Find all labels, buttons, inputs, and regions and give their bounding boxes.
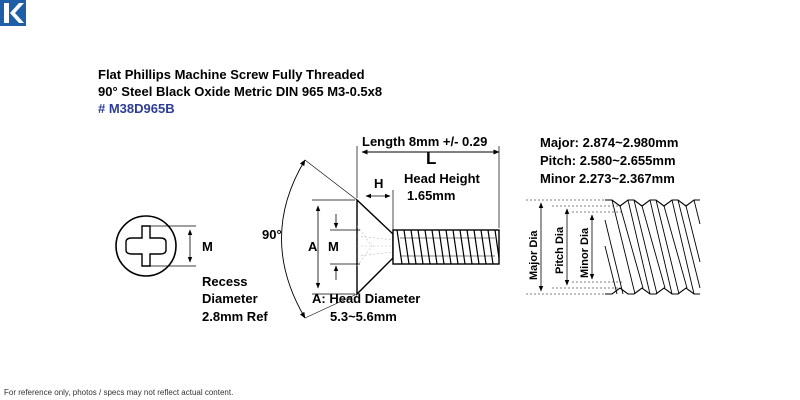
pitch-diameter-spec: Pitch: 2.580~2.655mm (540, 153, 676, 168)
minor-dia-label: Minor Dia (579, 227, 591, 278)
head-diameter-label: A: Head Diameter (312, 291, 421, 306)
head-diameter-dimension (312, 199, 355, 295)
thread-symbol-front-label: M (202, 239, 213, 254)
major-dia-label: Major Dia (528, 230, 540, 280)
head-height-value: 1.65mm (407, 188, 456, 203)
screw-head-front-view (115, 215, 196, 277)
length-symbol-label: L (426, 149, 437, 168)
length-dimension (356, 146, 500, 228)
recess-diameter-label: Diameter (202, 291, 258, 306)
product-title-line2: 90° Steel Black Oxide Metric DIN 965 M3-… (98, 84, 383, 99)
product-title-line1: Flat Phillips Machine Screw Fully Thread… (98, 67, 365, 82)
head-height-dimension (365, 190, 394, 232)
product-title-block: Flat Phillips Machine Screw Fully Thread… (98, 66, 382, 117)
thread-diameter-dimension (330, 214, 360, 280)
angle-dimension (281, 159, 358, 319)
disclaimer-footer: For reference only, photos / specs may n… (4, 388, 234, 397)
head-diameter-value: 5.3~5.6mm (330, 309, 397, 324)
part-number: # M38D965B (98, 101, 175, 116)
minor-diameter-spec: Minor 2.273~2.367mm (540, 171, 675, 186)
length-label: Length 8mm +/- 0.29 (362, 134, 488, 149)
angle-label: 90° (262, 227, 282, 242)
thread-detail-view: Major Dia Pitch Dia Minor Dia (526, 199, 701, 295)
major-diameter-spec: Major: 2.874~2.980mm (540, 135, 679, 150)
screw-side-view (356, 198, 500, 296)
head-height-symbol-label: H (374, 176, 384, 191)
k-logo-icon (0, 0, 26, 26)
recess-label: Recess (202, 274, 248, 289)
head-diameter-symbol-label: A (308, 239, 318, 254)
thread-symbol-side-label: M (328, 239, 339, 254)
head-height-label: Head Height (404, 171, 480, 186)
recess-value: 2.8mm Ref (202, 309, 268, 324)
pitch-dia-label: Pitch Dia (554, 226, 566, 274)
